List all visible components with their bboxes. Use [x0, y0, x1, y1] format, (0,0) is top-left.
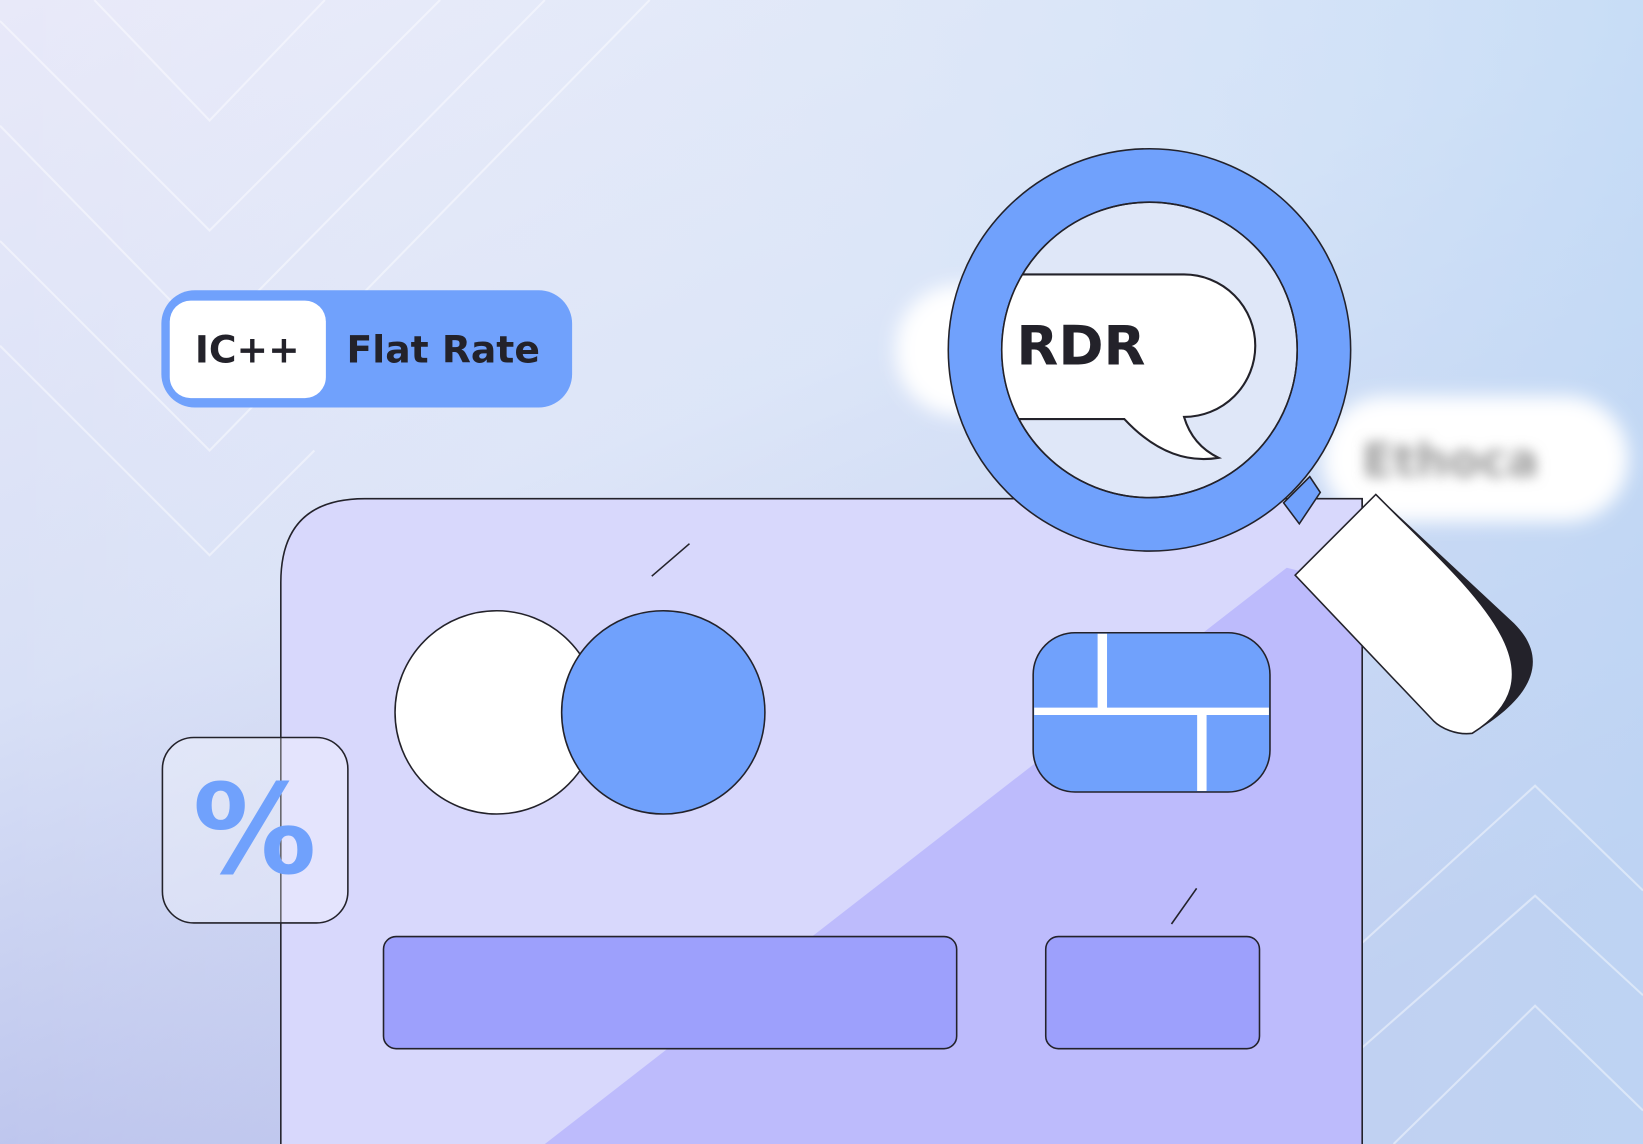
blurred-pill-ethoca: Ethoca: [1322, 396, 1629, 522]
toggle-option-flat-rate[interactable]: Flat Rate: [347, 327, 540, 371]
card-number-bar: [382, 935, 958, 1050]
card-expiry-bar: [1044, 935, 1261, 1050]
blurred-label-ethoca: Ethoca: [1362, 434, 1538, 488]
speech-bubble-label-rdr: RDR: [1016, 314, 1145, 378]
card-logo-circle-blue: [560, 609, 766, 815]
sparkle-line: [651, 543, 690, 577]
speech-bubble: RDR: [1001, 273, 1257, 461]
percent-badge: %: [161, 736, 349, 924]
magnifier-icon: RDR: [947, 147, 1533, 735]
credit-card: [280, 497, 1363, 1144]
chip-icon: [1032, 631, 1271, 793]
percent-icon: %: [193, 759, 317, 903]
pricing-toggle[interactable]: IC++ Flat Rate: [161, 290, 573, 408]
toggle-label-ic-plus-plus: IC++: [195, 327, 300, 371]
sparkle-line: [1170, 887, 1198, 925]
toggle-option-ic-plus-plus[interactable]: [169, 300, 326, 399]
